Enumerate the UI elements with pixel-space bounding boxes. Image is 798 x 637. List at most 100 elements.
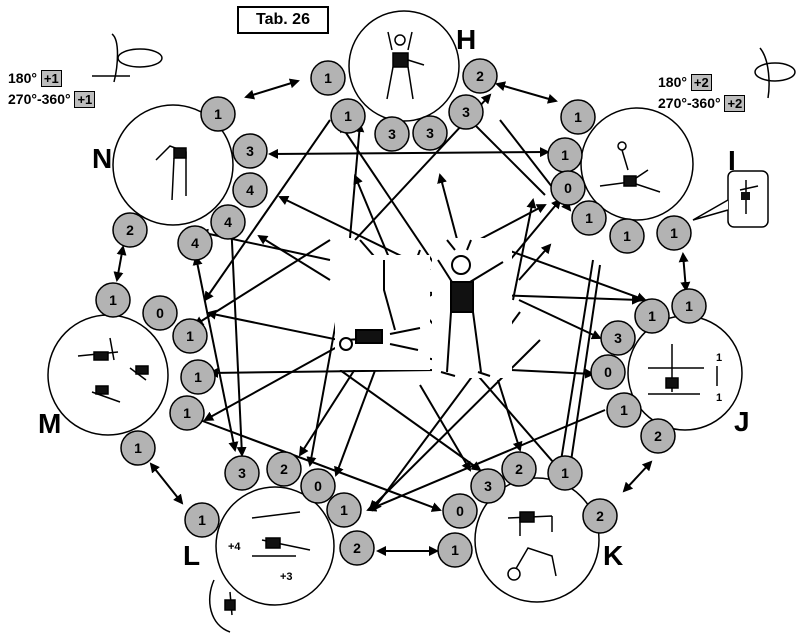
connector-arrow (556, 259, 594, 469)
value-node-circle (501, 451, 537, 487)
value-node-n6: 2 (112, 212, 148, 248)
value-node-h5: 3 (412, 115, 448, 151)
group-letter-j: J (734, 406, 750, 437)
value-node-m6: 1 (120, 430, 156, 466)
value-node-label: 2 (596, 508, 604, 524)
value-node-circle (330, 98, 366, 134)
value-node-label: 4 (191, 235, 199, 251)
value-node-m1: 1 (95, 282, 131, 318)
value-node-label: 4 (246, 182, 254, 198)
value-node-circle (656, 215, 692, 251)
l-inner-label-b: +3 (280, 571, 293, 583)
value-node-circle (560, 99, 596, 135)
connector-arrow (468, 118, 546, 196)
rotation-sketch-left (92, 33, 163, 83)
value-node-circle (609, 218, 645, 254)
value-node-label: 2 (654, 428, 662, 444)
value-node-k2: 2 (501, 451, 537, 487)
connector-arrow (193, 239, 331, 327)
value-node-label: 1 (670, 225, 678, 241)
value-node-label: 2 (476, 68, 484, 84)
right-rotation-bonus2: +2 (724, 95, 746, 112)
right-rotation-bonus1: +2 (690, 74, 712, 91)
value-node-i3: 0 (550, 170, 586, 206)
group-circle-i (580, 107, 694, 221)
connector-arrow (509, 198, 562, 261)
value-node-m2: 0 (142, 295, 178, 331)
value-node-circle (169, 395, 205, 431)
value-node-l6: 1 (184, 502, 220, 538)
value-node-label: 1 (344, 108, 352, 124)
callout-figure-box (692, 170, 769, 228)
figure-sketches (77, 31, 796, 633)
value-node-label: 1 (134, 440, 142, 456)
group-circle-j (627, 315, 743, 431)
group-letter-i: I (728, 145, 736, 176)
value-node-m4: 1 (180, 359, 216, 395)
value-node-k1: 3 (470, 468, 506, 504)
value-node-label: 1 (685, 298, 693, 314)
value-node-h6: 3 (448, 94, 484, 130)
value-node-label: 1 (340, 502, 348, 518)
value-node-circle (200, 96, 236, 132)
right-rotation-line2: 270°-360° +2 (658, 95, 746, 112)
value-node-j1: 1 (634, 298, 670, 334)
figure-h (386, 31, 425, 100)
value-node-circle (326, 492, 362, 528)
value-node-j2: 1 (671, 288, 707, 324)
connector-arrow (437, 173, 459, 244)
value-node-l3: 0 (300, 468, 336, 504)
left-rotation-bonus1: +1 (40, 70, 62, 87)
rotation-sketch-right (754, 47, 796, 99)
value-node-l1: 3 (224, 455, 260, 491)
value-node-i2: 1 (547, 137, 583, 173)
value-node-label: 1 (585, 210, 593, 226)
value-node-label: 1 (109, 292, 117, 308)
value-node-h1: 1 (310, 60, 346, 96)
connector-arrow (268, 147, 550, 159)
right-rotation-deg2: 270°-360° (658, 95, 721, 111)
value-node-label: 1 (198, 512, 206, 528)
left-rotation-line1: 180° +1 (8, 70, 62, 87)
value-node-n4: 4 (210, 204, 246, 240)
connector-arrow (338, 122, 436, 266)
group-letter-m: M (38, 408, 62, 439)
group-circle-m (47, 314, 169, 436)
value-node-label: 1 (561, 465, 569, 481)
value-node-label: 3 (614, 330, 622, 346)
value-node-n3: 4 (232, 172, 268, 208)
value-node-circle (470, 468, 506, 504)
value-node-label: 1 (186, 328, 194, 344)
left-rotation-deg2: 270°-360° (8, 91, 71, 107)
connector-arrow (512, 198, 537, 301)
value-node-label: 1 (574, 109, 582, 125)
group-circle-k (474, 477, 600, 603)
value-node-m5: 1 (169, 395, 205, 431)
connector-arrow (203, 119, 331, 302)
value-node-i6: 1 (656, 215, 692, 251)
arrows-layer (113, 78, 691, 556)
value-node-label: 4 (224, 214, 232, 230)
value-node-label: 0 (314, 478, 322, 494)
center-figure-gymnast (432, 238, 512, 378)
value-node-label: 0 (156, 305, 164, 321)
connector-arrow (510, 368, 595, 379)
value-node-l2: 2 (266, 451, 302, 487)
value-node-circle (550, 170, 586, 206)
connector-arrow (349, 122, 365, 239)
value-node-label: 1 (561, 147, 569, 163)
value-node-label: 1 (623, 228, 631, 244)
value-node-circle (142, 295, 178, 331)
right-rotation-deg1: 180° (658, 74, 687, 90)
value-node-k4: 0 (442, 493, 478, 529)
value-node-label: 3 (238, 465, 246, 481)
value-node-label: 1 (214, 106, 222, 122)
value-node-circle (634, 298, 670, 334)
value-node-n2: 3 (232, 133, 268, 169)
value-node-circle (640, 418, 676, 454)
value-node-j4: 0 (590, 354, 626, 390)
value-node-circle (590, 354, 626, 390)
value-node-circle (266, 451, 302, 487)
value-node-n5: 4 (177, 225, 213, 261)
value-node-label: 1 (451, 542, 459, 558)
